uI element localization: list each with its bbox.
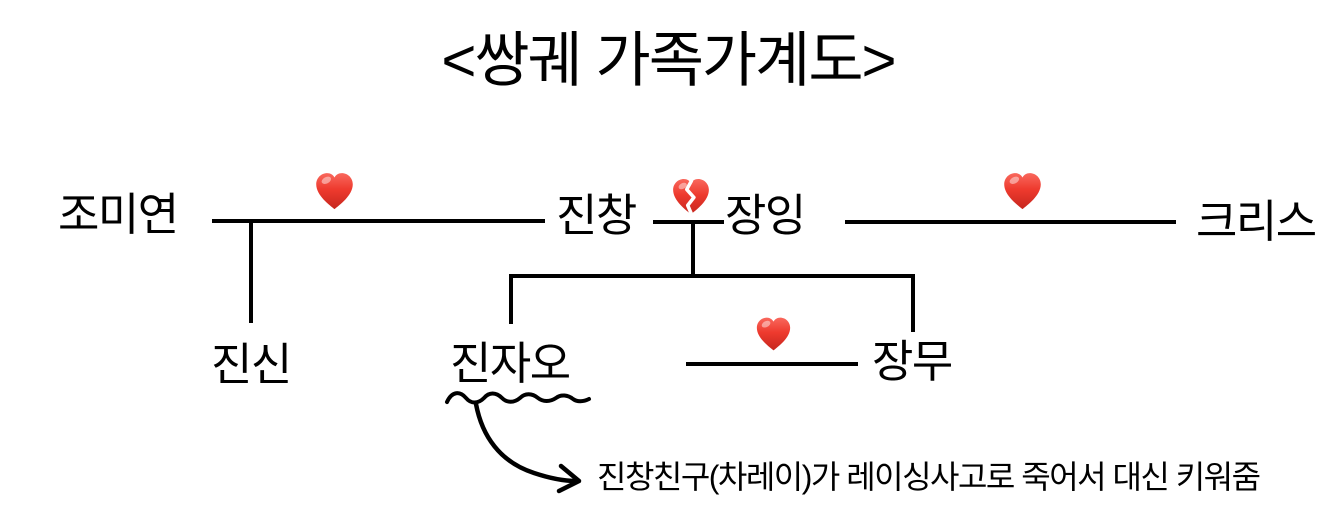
marriage-line-janging-chris (845, 220, 1176, 224)
marriage-line-jinchang-janging (653, 220, 724, 224)
sibling-bracket-line (509, 274, 915, 278)
sibling-bracket-left-drop (509, 276, 513, 324)
person-jin-sin: 진신 (211, 339, 292, 390)
love-line-jinjao-jangmu (686, 362, 858, 366)
person-jo-miyeon: 조미연 (58, 189, 179, 240)
descent-line-jinsin (249, 221, 253, 323)
person-jin-chang: 진창 (556, 190, 637, 241)
person-jang-mu: 장무 (872, 336, 953, 387)
person-jin-jao: 진자오 (450, 338, 571, 389)
red-heart-icon (316, 173, 353, 210)
annotation-arrow (473, 401, 582, 494)
broken-heart-icon (673, 179, 709, 216)
person-jang-ing: 장잉 (725, 190, 806, 241)
person-chris: 크리스 (1196, 196, 1317, 247)
marriage-line-jomiyeon-jinchang (212, 219, 545, 223)
diagram-title: <쌍궤 가족가계도> (441, 27, 896, 94)
descent-line-jinchang-janging (691, 222, 695, 276)
squiggle-underline (445, 391, 591, 405)
red-heart-icon (1004, 173, 1041, 210)
annotation-text: 진창친구(차레이)가 레이싱사고로 죽어서 대신 키워줌 (597, 459, 1261, 495)
red-heart-icon (756, 317, 791, 351)
sibling-bracket-right-drop (911, 276, 915, 332)
